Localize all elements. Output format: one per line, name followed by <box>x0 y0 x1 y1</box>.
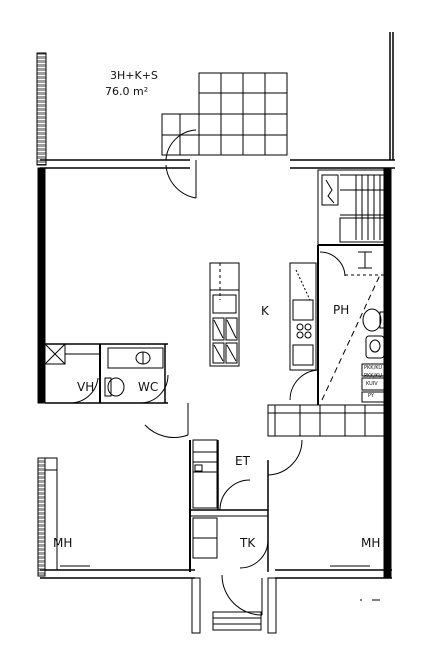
lower-counter <box>267 404 387 437</box>
walk-in-and-wc <box>44 343 189 438</box>
room-label-walk-in: VH <box>77 380 95 394</box>
kitchen-island <box>209 262 240 367</box>
fixture-label-washer-dryer: PKK/KU <box>364 365 383 371</box>
room-label-kitchen: K <box>261 304 269 318</box>
room-label-wc: WC <box>138 380 159 394</box>
hall-closets <box>189 439 303 572</box>
sauna <box>317 169 385 246</box>
room-label-utility: TK <box>240 536 256 550</box>
room-label-hall: ET <box>235 454 250 468</box>
outer-walls <box>36 32 395 579</box>
entrance <box>191 574 380 634</box>
plan-area: 76.0 m² <box>105 85 149 98</box>
balcony-tiles <box>161 72 288 156</box>
bathroom <box>289 245 386 405</box>
room-label-bedroom-right: MH <box>361 536 381 550</box>
room-label-bedroom-left: MH <box>53 536 73 550</box>
fixture-label-laundry: PY <box>368 393 374 399</box>
bedroom-left-closet <box>44 457 58 571</box>
room-label-bathroom: PH <box>333 303 350 317</box>
fixture-label-washer: PKK/KU <box>364 373 383 379</box>
kitchen-counter <box>289 262 317 371</box>
balcony-door <box>165 129 197 199</box>
plan-type: 3H+K+S <box>110 69 158 82</box>
fixture-label-dryer: KUIV <box>366 381 378 387</box>
